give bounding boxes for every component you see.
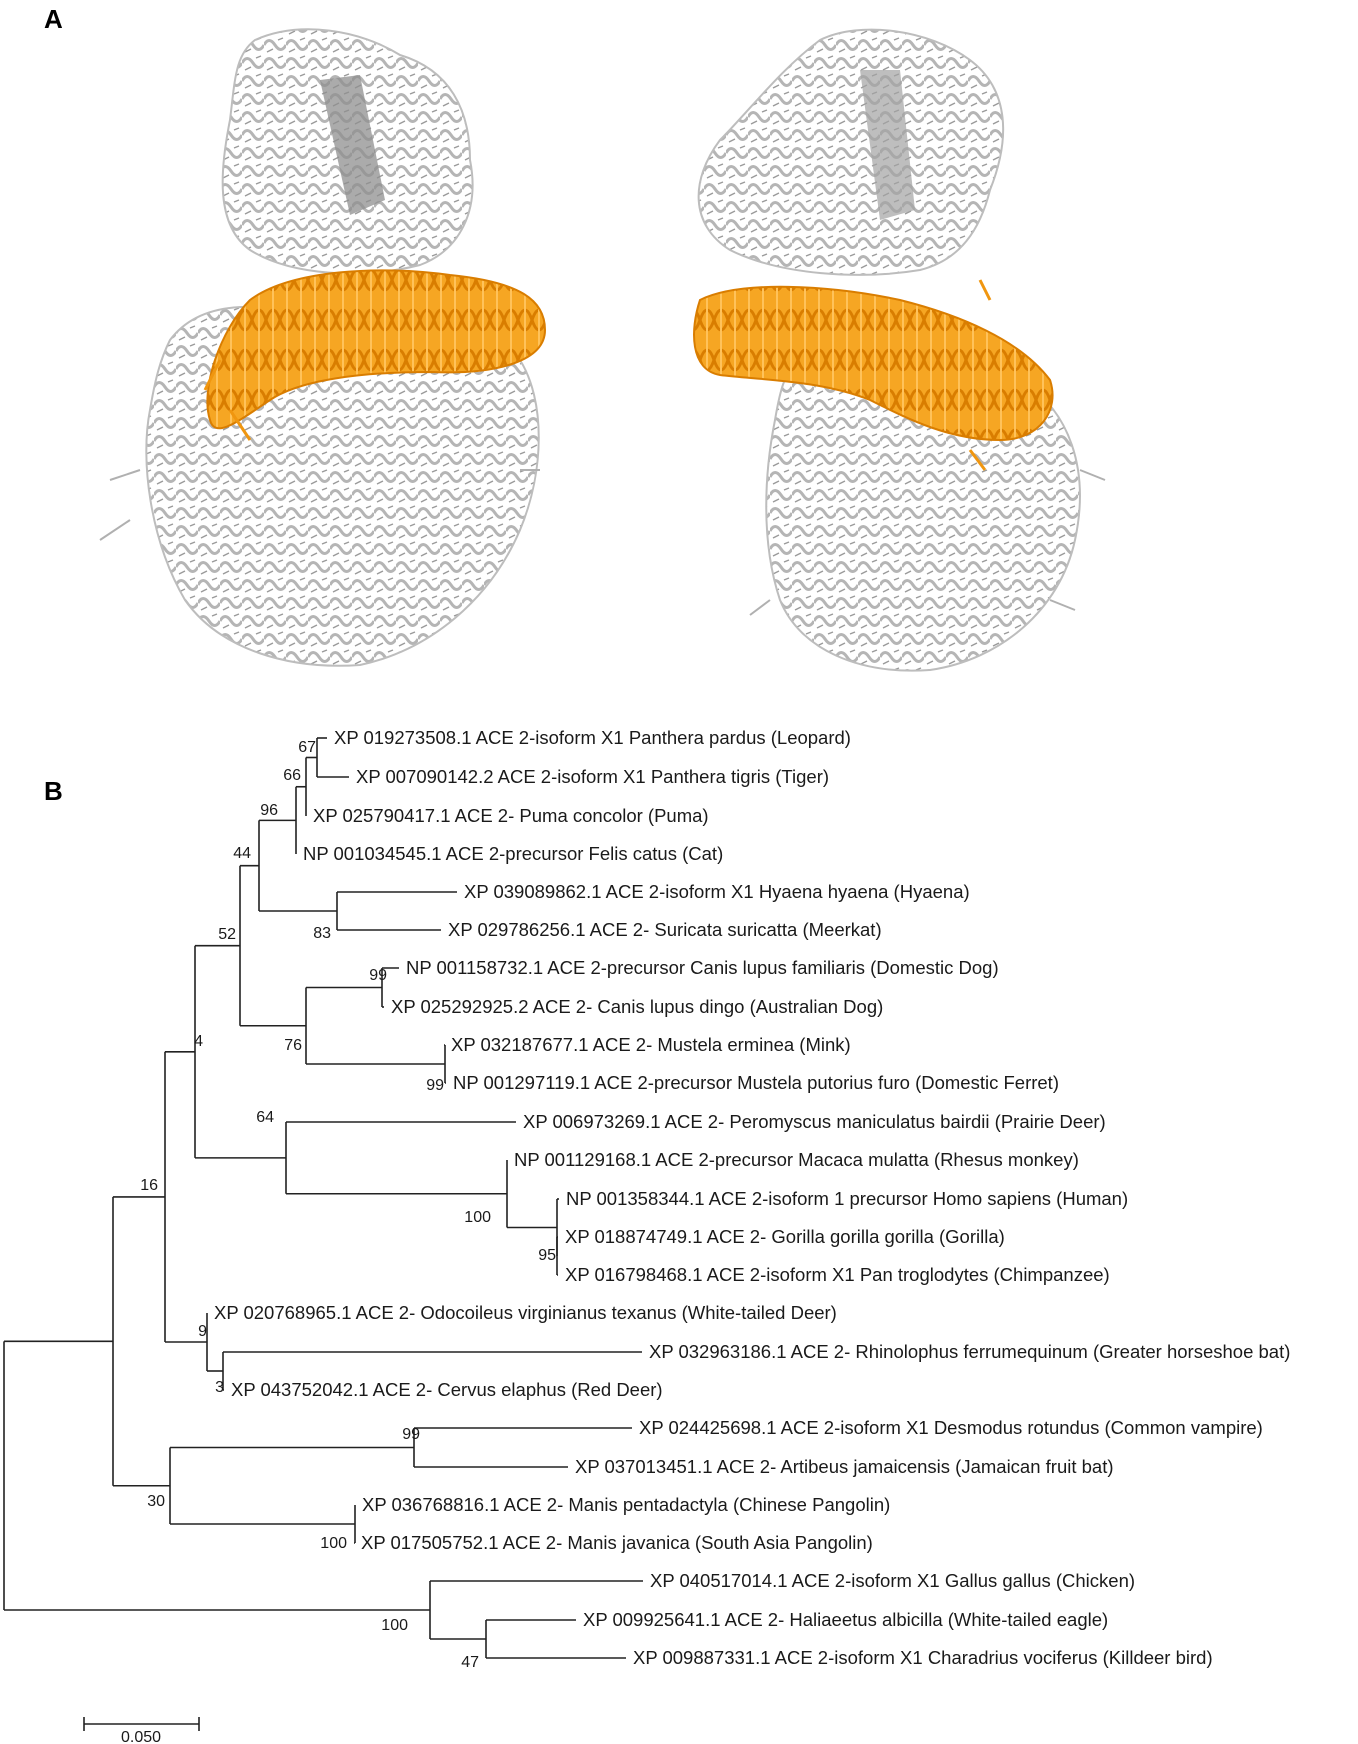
panel-a-label: A — [44, 4, 63, 34]
structure-right-upper-domain — [697, 28, 1005, 276]
bootstrap-value: 64 — [256, 1109, 274, 1126]
leaf-label: XP 037013451.1 ACE 2- Artibeus jamaicens… — [575, 1456, 1114, 1477]
bootstrap-value: 44 — [233, 845, 251, 862]
bootstrap-value: 3 — [215, 1379, 224, 1396]
leaf-label: XP 017505752.1 ACE 2- Manis javanica (So… — [361, 1532, 873, 1553]
bootstrap-value: 100 — [320, 1535, 347, 1552]
leaf-label: XP 025790417.1 ACE 2- Puma concolor (Pum… — [313, 805, 709, 826]
structure-left-helix — [206, 269, 547, 430]
leaf-label: NP 001129168.1 ACE 2-precursor Macaca mu… — [514, 1149, 1079, 1170]
leaf-label: XP 032187677.1 ACE 2- Mustela erminea (M… — [451, 1034, 851, 1055]
leaf-label: XP 016798468.1 ACE 2-isoform X1 Pan trog… — [565, 1264, 1110, 1285]
bootstrap-value: 99 — [369, 967, 387, 984]
scale-bar-label: 0.050 — [121, 1729, 161, 1744]
leaf-label: XP 020768965.1 ACE 2- Odocoileus virgini… — [214, 1302, 837, 1323]
leaf-label: NP 001297119.1 ACE 2-precursor Mustela p… — [453, 1072, 1059, 1093]
bootstrap-value: 30 — [147, 1493, 165, 1510]
bootstrap-value: 96 — [260, 802, 278, 819]
bootstrap-value: 4 — [194, 1033, 203, 1050]
structure-right — [693, 28, 1106, 672]
bootstrap-value: 47 — [461, 1654, 479, 1671]
structure-right-beta-sheet — [860, 70, 915, 220]
scale-bar: 0.050 — [83, 1717, 200, 1744]
phylogenetic-tree: XP 019273508.1 ACE 2-isoform X1 Panthera… — [3, 727, 1290, 1744]
leaf-label: NP 001034545.1 ACE 2-precursor Felis cat… — [303, 843, 723, 864]
leaf-label: XP 029786256.1 ACE 2- Suricata suricatta… — [448, 919, 882, 940]
bootstrap-value: 99 — [402, 1426, 420, 1443]
leaf-label: XP 039089862.1 ACE 2-isoform X1 Hyaena h… — [464, 881, 970, 902]
leaf-label: NP 001358344.1 ACE 2-isoform 1 precursor… — [566, 1188, 1128, 1209]
bootstrap-value: 67 — [298, 739, 316, 756]
leaf-label: XP 018874749.1 ACE 2- Gorilla gorilla go… — [565, 1226, 1005, 1247]
bootstrap-value: 83 — [313, 925, 331, 942]
bootstrap-value: 76 — [284, 1037, 302, 1054]
bootstrap-value: 100 — [464, 1209, 491, 1226]
bootstrap-value: 99 — [426, 1077, 444, 1094]
structure-right-helix — [693, 285, 1054, 442]
tree-leaf-labels: XP 019273508.1 ACE 2-isoform X1 Panthera… — [214, 727, 1290, 1668]
bootstrap-value: 16 — [140, 1177, 158, 1194]
leaf-label: XP 009887331.1 ACE 2-isoform X1 Charadri… — [633, 1647, 1213, 1668]
bootstrap-value: 52 — [218, 926, 236, 943]
leaf-label: XP 036768816.1 ACE 2- Manis pentadactyla… — [362, 1494, 890, 1515]
leaf-label: XP 009925641.1 ACE 2- Haliaeetus albicil… — [583, 1609, 1108, 1630]
leaf-label: XP 043752042.1 ACE 2- Cervus elaphus (Re… — [231, 1379, 663, 1400]
leaf-label: XP 019273508.1 ACE 2-isoform X1 Panthera… — [334, 727, 851, 748]
bootstrap-value: 100 — [381, 1617, 408, 1634]
leaf-label: XP 024425698.1 ACE 2-isoform X1 Desmodus… — [639, 1417, 1263, 1438]
leaf-label: XP 006973269.1 ACE 2- Peromyscus manicul… — [523, 1111, 1106, 1132]
structure-left-beta-sheet — [320, 75, 385, 215]
bootstrap-value: 95 — [538, 1247, 556, 1264]
bootstrap-value: 66 — [283, 767, 301, 784]
tree-branches — [3, 737, 643, 1659]
tree-bootstrap-labels: 67 66 96 44 83 52 99 76 99 4 100 95 64 16 9 3 99 100 30 100… — [140, 739, 556, 1671]
protein-structure-panel — [99, 28, 1106, 672]
leaf-label: XP 032963186.1 ACE 2- Rhinolophus ferrum… — [649, 1341, 1290, 1362]
leaf-label: NP 001158732.1 ACE 2-precursor Canis lup… — [406, 957, 999, 978]
leaf-label: XP 040517014.1 ACE 2-isoform X1 Gallus g… — [650, 1570, 1135, 1591]
panel-b-label: B — [44, 776, 63, 806]
leaf-label: XP 007090142.2 ACE 2-isoform X1 Panthera… — [356, 766, 829, 787]
structure-left — [99, 28, 547, 667]
leaf-label: XP 025292925.2 ACE 2- Canis lupus dingo … — [391, 996, 883, 1017]
bootstrap-value: 9 — [198, 1323, 207, 1340]
